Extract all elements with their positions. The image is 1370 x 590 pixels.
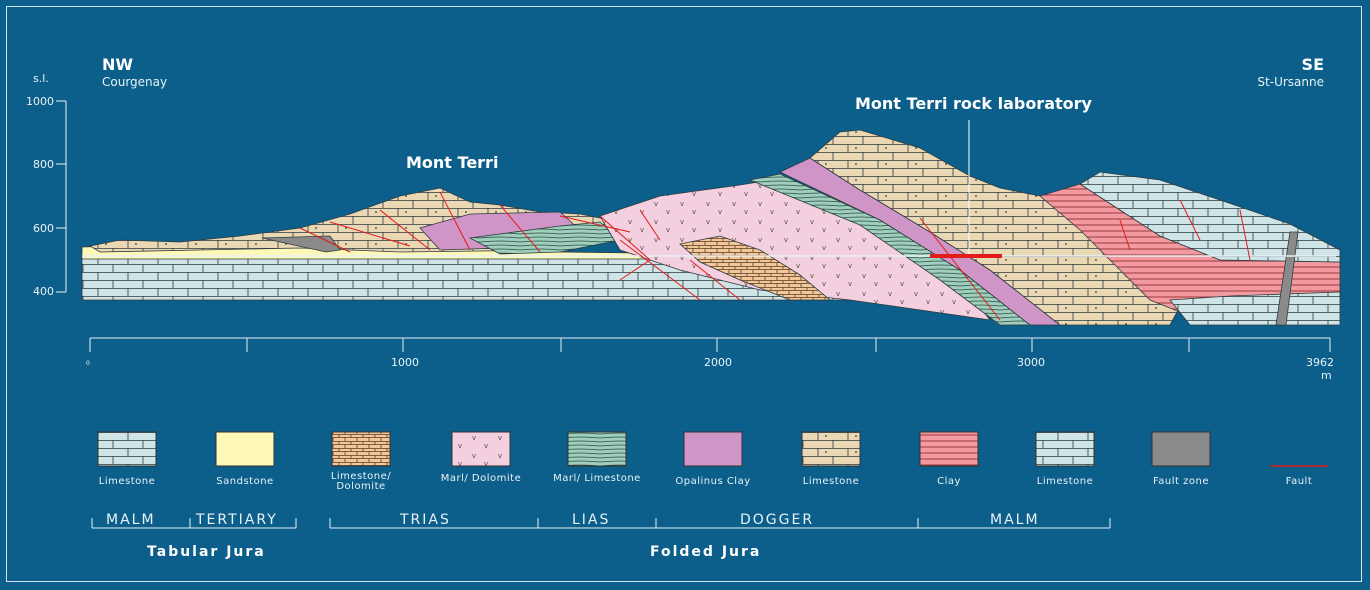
legend-swatch-marl-limestone: [567, 431, 627, 467]
legend-swatch-sandstone: [215, 431, 275, 467]
unit-trias: TRIAS: [400, 512, 451, 528]
legend-label-marl-limestone: Marl/ Limestone: [553, 473, 641, 484]
legend-label-limestone-malm-tabular: Limestone: [98, 476, 156, 487]
rock-laboratory-marker: [930, 254, 1002, 258]
elevation-unit: s.l.: [33, 72, 49, 85]
legend-label-fault-zone: Fault zone: [1152, 476, 1210, 487]
legend-label-limestone-malm: Limestone: [1036, 476, 1094, 487]
legend-swatch-fault-zone: [1151, 431, 1211, 467]
rock-laboratory-label: Mont Terri rock laboratory: [855, 94, 1092, 113]
orientation-se: SE: [1301, 55, 1324, 74]
legend-swatches: [97, 431, 1328, 467]
layer-right-malm-limestone: [1079, 171, 1341, 263]
legend-swatch-opalinus-clay: [683, 431, 743, 467]
elevation-tick-1000: 1000: [26, 95, 54, 108]
legend-label-fault: Fault: [1285, 476, 1313, 487]
elevation-tick-400: 400: [33, 285, 54, 298]
elevation-axis: [56, 100, 67, 293]
elevation-tick-800: 800: [33, 158, 54, 171]
legend-swatch-marl-dolomite: [451, 431, 511, 467]
mont-terri-label: Mont Terri: [406, 153, 499, 172]
group-folded-jura: Folded Jura: [650, 544, 762, 560]
legend-label-limestone-dogger: Limestone: [802, 476, 860, 487]
legend-label-clay: Clay: [937, 476, 961, 487]
layer-right-lower-limestone: [1169, 291, 1341, 326]
group-tabular-jura: Tabular Jura: [147, 544, 266, 560]
layer-limestone-dolomite: [679, 235, 832, 301]
legend-swatch-limestone-malm: [1035, 431, 1095, 467]
legend-swatch-limestone-dogger: [801, 431, 861, 467]
unit-dogger: DOGGER: [740, 512, 815, 528]
fault-zone-left: [261, 235, 341, 253]
legend-label-opalinus-clay: Opalinus Clay: [675, 476, 751, 487]
elevation-tick-600: 600: [33, 222, 54, 235]
place-st-ursanne: St-Ursanne: [1257, 75, 1324, 89]
distance-tick-3000: 3000: [1017, 356, 1045, 369]
legend-label-limestone-dolomite: Limestone/ Dolomite: [330, 471, 392, 492]
place-courgenay: Courgenay: [102, 75, 168, 89]
distance-unit: m: [1321, 369, 1332, 382]
legend-swatch-limestone-malm-tabular: [97, 431, 157, 467]
distance-tick-3962: 3962: [1306, 356, 1334, 369]
unit-brackets: [91, 518, 1111, 529]
distance-tick-1000: 1000: [391, 356, 419, 369]
distance-axis: [89, 337, 1331, 352]
orientation-nw: NW: [102, 55, 134, 74]
unit-malm-folded: MALM: [990, 512, 1040, 528]
fault-zone-right: [1275, 231, 1299, 326]
figure-frame: [6, 6, 1362, 582]
geology-layers: [81, 129, 1341, 326]
legend-label-marl-dolomite: Marl/ Dolomite: [440, 473, 522, 484]
unit-lias: LIAS: [572, 512, 611, 528]
unit-tertiary: TERTIARY: [196, 512, 278, 528]
fault-lines: [299, 191, 1251, 321]
legend-swatch-clay: [919, 431, 979, 467]
legend-swatch-limestone-dolomite: [331, 431, 391, 467]
legend-label-sandstone: Sandstone: [216, 476, 274, 487]
unit-malm-tabular: MALM: [106, 512, 156, 528]
distance-tick-2000: 2000: [704, 356, 732, 369]
distance-tick-0: 0: [86, 360, 90, 367]
